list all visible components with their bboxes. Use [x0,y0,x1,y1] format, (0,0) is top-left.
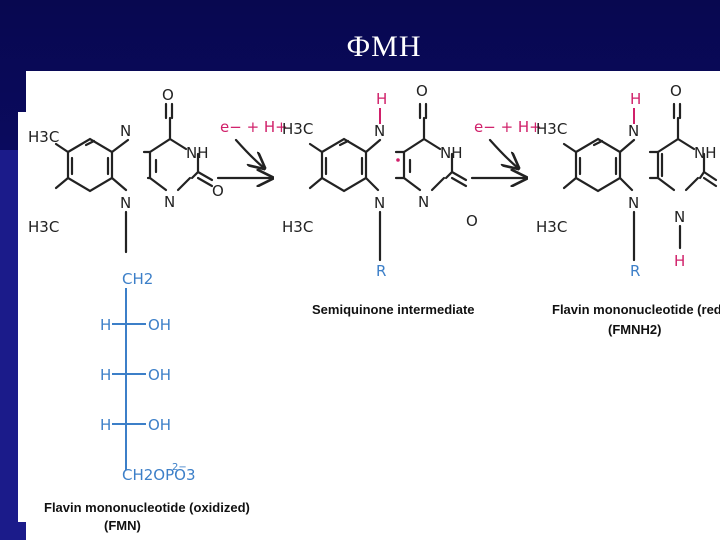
o4-label: O [670,82,682,100]
slide-title: ФМН [346,30,422,63]
ch2-label: CH2 [122,270,153,288]
n1-label: N [164,193,175,211]
fmn-oxidized-structure: H3C H3C N N N O NH O CH2 H OH H OH H OH … [28,86,250,533]
o4-label: O [162,86,174,104]
n5-label: N [374,122,385,140]
r-group-label: R [376,262,386,280]
methyl-label: H3C [536,218,567,236]
methyl-label: H3C [282,218,313,236]
chain-h-label: H [100,316,111,334]
chain-oh-label: OH [148,366,171,384]
caption-oxidized-abbrev: (FMN) [104,518,141,533]
caption-oxidized: Flavin mononucleotide (oxidized) [44,500,250,515]
o4-label: O [416,82,428,100]
radical-dot [396,158,400,162]
fmnh2-reduced-structure: H3C H3C H N N N O NH H R Flavin mononucl… [536,82,720,337]
semiquinone-structure: H3C H3C H N N N O NH O R Semiquinone int… [282,82,478,317]
added-h-label: H [630,90,641,108]
nh3-label: NH [440,144,463,162]
methyl-label: H3C [536,120,567,138]
o2-label: O [212,182,224,200]
chain-oh-label: OH [148,416,171,434]
added-h-label: H [674,252,685,270]
n10-label: N [628,194,639,212]
caption-reduced: Flavin mononucleotide (reduced) [552,302,720,317]
phosphate-label: CH2OPO3 [122,466,196,484]
n1-label: N [674,208,685,226]
caption-semiquinone: Semiquinone intermediate [312,302,475,317]
reagent-label-1: e− + H+ [220,118,288,136]
n1-label: N [418,193,429,211]
chain-oh-label: OH [148,316,171,334]
nh3-label: NH [694,144,717,162]
reaction-arrow-1: e− + H+ [216,118,288,178]
chain-h-label: H [100,366,111,384]
n5-label: N [628,122,639,140]
n10-label: N [374,194,385,212]
added-h-label: H [376,90,387,108]
panel-edge [18,112,28,522]
methyl-label: H3C [282,120,313,138]
reagent-label-2: e− + H+ [474,118,542,136]
diagram-panel [26,71,720,540]
phosphate-charge-label: 2− [172,462,187,473]
reaction-arrow-2: e− + H+ [470,118,542,178]
methyl-label: H3C [28,218,59,236]
methyl-label: H3C [28,128,59,146]
nh3-label: NH [186,144,209,162]
caption-reduced-abbrev: (FMNH2) [608,322,661,337]
n5-label: N [120,122,131,140]
o2-label: O [466,212,478,230]
chain-h-label: H [100,416,111,434]
r-group-label: R [630,262,640,280]
n10-label: N [120,194,131,212]
